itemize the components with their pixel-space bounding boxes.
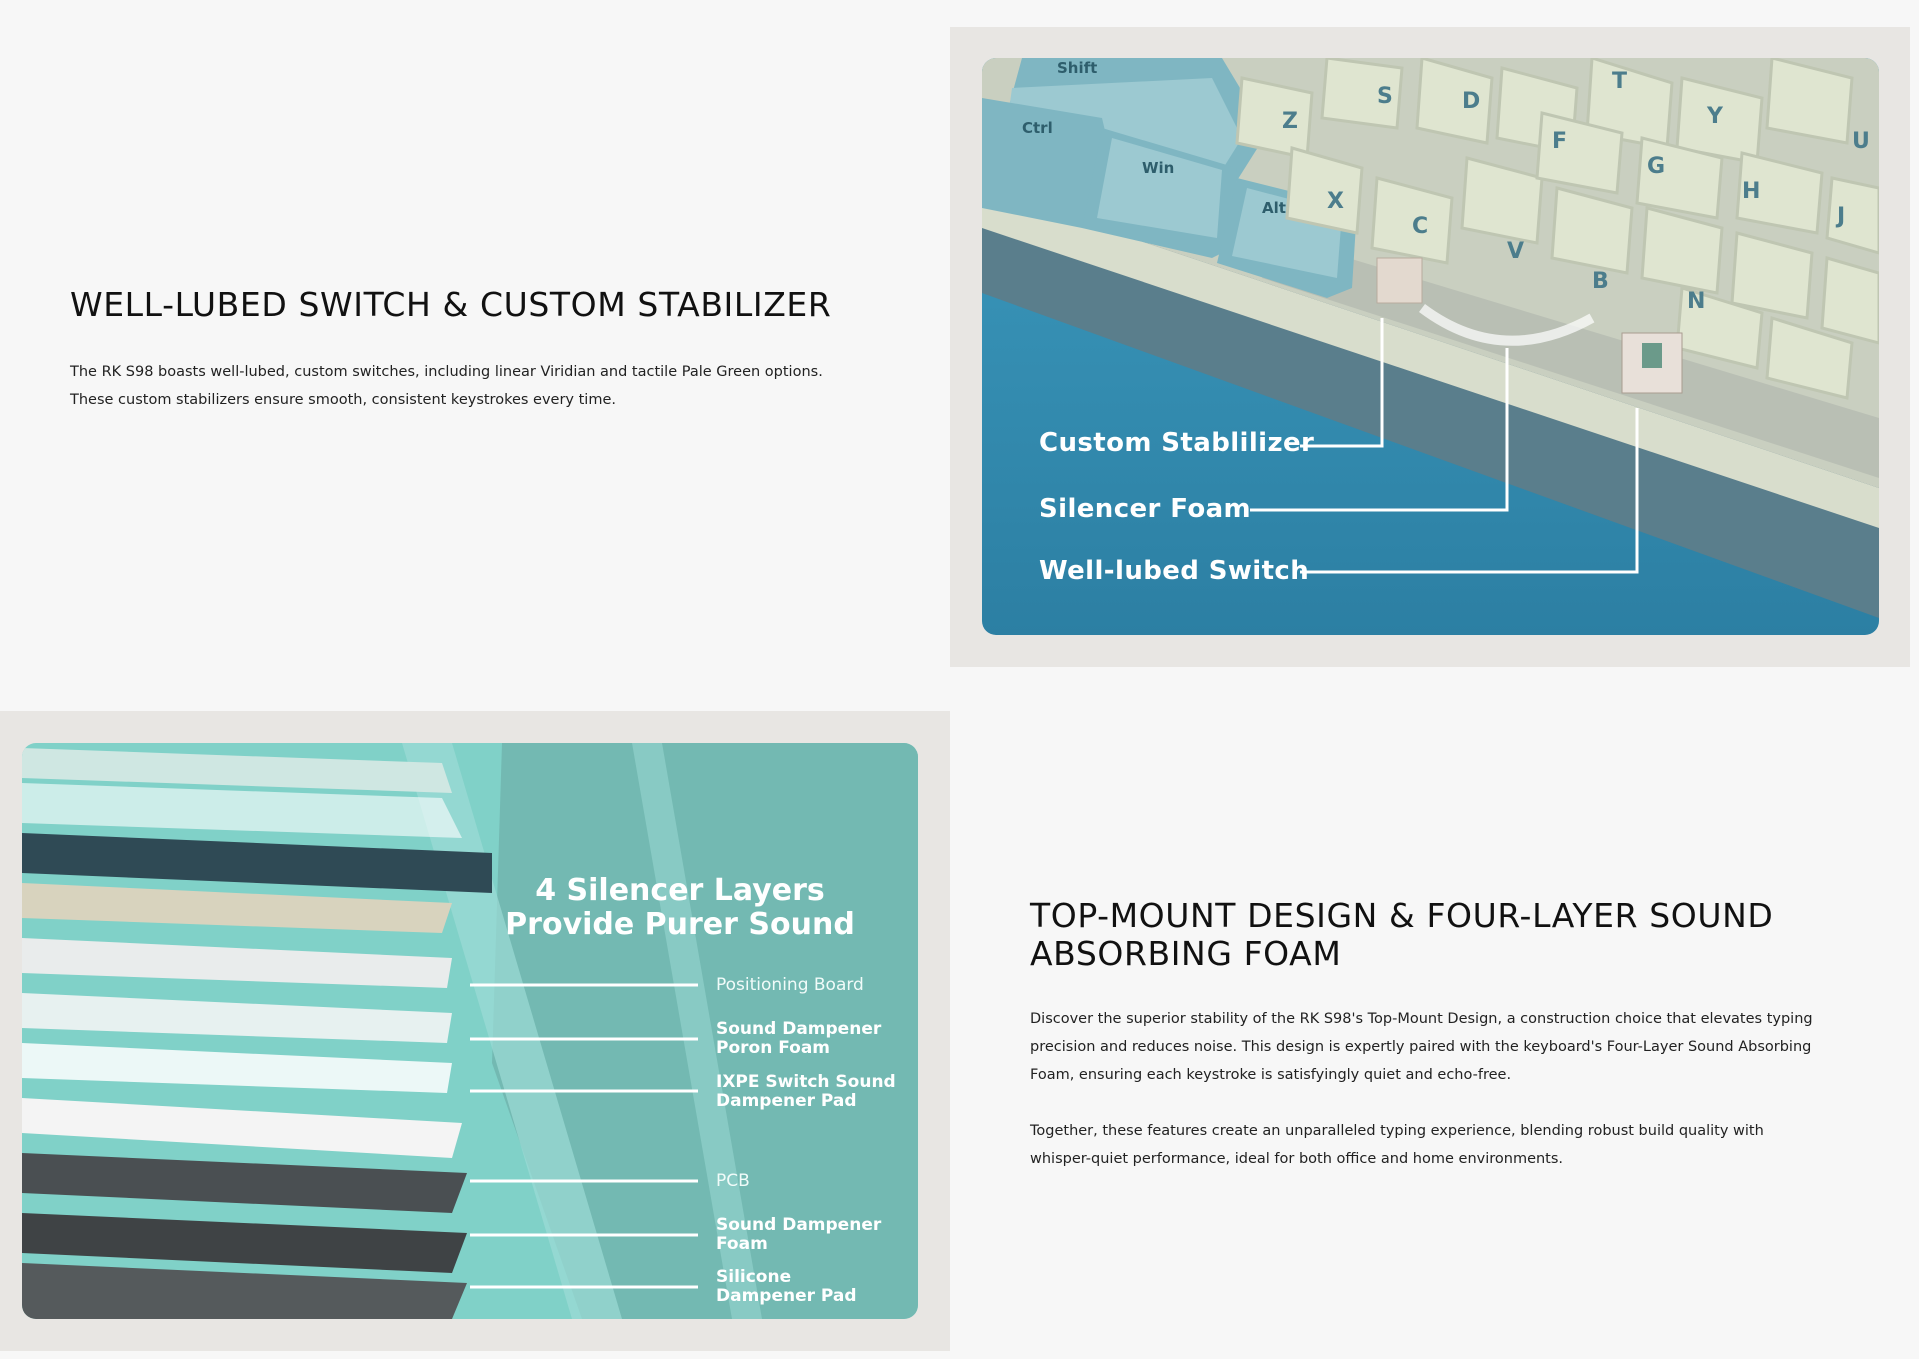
keyboard-stabilizer-image: Z X C V B N S D F G H J T Y U Shift Ctrl… (982, 58, 1879, 635)
svg-text:Ctrl: Ctrl (1022, 119, 1053, 137)
section-description: The RK S98 boasts well-lubed, custom swi… (70, 364, 823, 409)
svg-text:Alt: Alt (1262, 199, 1286, 217)
svg-text:B: B (1592, 269, 1609, 294)
exploded-layers-illustration (22, 743, 918, 1319)
layer-label-ixpe-pad: IXPE Switch Sound Dampener Pad (716, 1072, 896, 1111)
callout-well-lubed-switch: Well-lubed Switch (1039, 556, 1310, 586)
modifier-keycaps (982, 58, 1357, 298)
layer-lines (470, 983, 698, 1289)
layer-label-pcb: PCB (716, 1171, 750, 1191)
svg-text:G: G (1647, 154, 1665, 179)
svg-text:U: U (1852, 129, 1870, 154)
svg-text:J: J (1835, 204, 1845, 229)
section-description-2: Together, these features create an unpar… (1030, 1122, 1764, 1167)
layer-label-dampener-foam: Sound Dampener Foam (716, 1215, 882, 1254)
layer-label-positioning-board: Positioning Board (716, 975, 864, 995)
layers-title-line2: Provide Purer Sound (505, 907, 855, 942)
section-heading: WELL-LUBED SWITCH & CUSTOM STABILIZER (70, 285, 832, 324)
svg-text:F: F (1552, 129, 1567, 154)
layer-label-silicone-pad: Silicone Dampener Pad (716, 1267, 857, 1306)
layer-label-poron-foam: Sound Dampener Poron Foam (716, 1019, 882, 1058)
callout-custom-stabilizer: Custom Stablilizer (1039, 428, 1315, 458)
alpha-keycaps (1235, 58, 1879, 400)
section-heading: TOP-MOUNT DESIGN & FOUR-LAYER SOUND ABSO… (1030, 896, 1774, 974)
callout-silencer-foam: Silencer Foam (1039, 494, 1252, 524)
svg-text:Shift: Shift (1057, 59, 1097, 77)
svg-text:C: C (1412, 214, 1428, 239)
svg-text:N: N (1687, 289, 1705, 314)
layers-title: 4 Silencer Layers Provide Purer Sound (480, 874, 880, 942)
callout-lines (1250, 318, 1639, 574)
svg-text:X: X (1327, 189, 1344, 214)
layer-stack (22, 748, 492, 1319)
svg-text:Y: Y (1706, 104, 1724, 129)
svg-text:Z: Z (1282, 109, 1298, 134)
stabilizer-part (1376, 257, 1595, 346)
section-description: Discover the superior stability of the R… (1030, 1010, 1813, 1083)
switch-part (1621, 332, 1683, 394)
svg-text:V: V (1507, 239, 1524, 264)
keyboard-closeup-illustration: Z X C V B N S D F G H J T Y U Shift Ctrl… (982, 58, 1879, 635)
keyboard-layers-image (22, 743, 918, 1319)
svg-text:Win: Win (1142, 159, 1174, 177)
layers-title-line1: 4 Silencer Layers (535, 873, 825, 908)
section-stabilizer-text: WELL-LUBED SWITCH & CUSTOM STABILIZER Th… (70, 285, 870, 414)
svg-text:H: H (1742, 179, 1760, 204)
svg-text:S: S (1377, 84, 1393, 109)
svg-text:D: D (1462, 89, 1480, 114)
keycap-legends: Z X C V B N S D F G H J T Y U Shift Ctrl… (1022, 59, 1870, 314)
section-topmount-text: TOP-MOUNT DESIGN & FOUR-LAYER SOUND ABSO… (1030, 896, 1830, 1173)
svg-text:T: T (1612, 69, 1627, 94)
